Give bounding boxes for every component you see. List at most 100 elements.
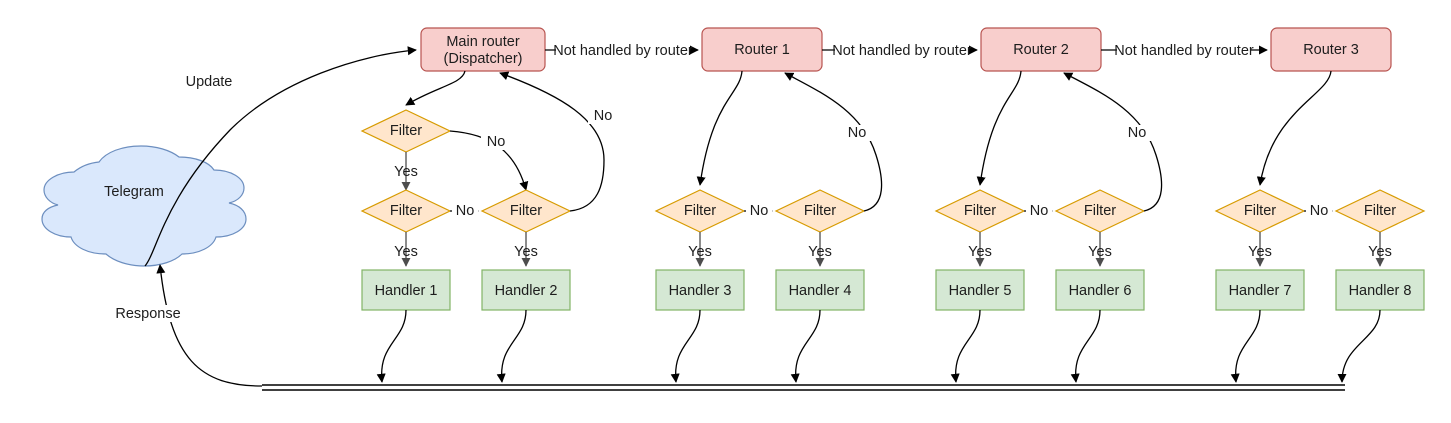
edge-label-no-4: No: [848, 125, 867, 141]
edge-handler-5-to-bus: [950, 309, 981, 383]
edge-update: [144, 46, 417, 267]
handler-1-node[interactable]: Handler 1: [361, 269, 451, 311]
cloud-shape: [41, 145, 247, 267]
edge-response: [156, 264, 263, 387]
edge-label-yes-1: Yes: [394, 244, 418, 260]
edge-label-yes-4: Yes: [808, 244, 832, 260]
filter-6-label: Filter: [1084, 203, 1116, 219]
handler-8-label: Handler 8: [1349, 283, 1412, 299]
filter-a1-node[interactable]: Filter: [360, 109, 452, 153]
response-bus: [262, 384, 1345, 391]
edge-label-yes-a1: Yes: [394, 164, 418, 180]
label-bg-no-3: [746, 203, 772, 219]
filter-a1-label: Filter: [390, 123, 422, 139]
router-2-branch: Filter Filter No No Yes Yes: [934, 70, 1163, 267]
edge-handler-3-to-bus: [670, 309, 701, 383]
handler-2-box: [481, 269, 571, 311]
edge-label-response: Response: [115, 306, 180, 322]
edge-label-yes-6: Yes: [1088, 244, 1112, 260]
handler-7-label: Handler 7: [1229, 283, 1292, 299]
label-bg-no-1: [452, 203, 478, 219]
handler-8-node[interactable]: Handler 8: [1335, 269, 1425, 311]
filter-3-node[interactable]: Filter: [654, 189, 746, 233]
router-2-node[interactable]: Router 2: [980, 27, 1102, 72]
filter-2-node[interactable]: Filter: [480, 189, 572, 233]
label-bg-response: [108, 305, 188, 322]
label-bg-no-a1: [481, 134, 511, 150]
filter-3-label: Filter: [684, 203, 716, 219]
edge-router2-to-filter-5: [976, 70, 1022, 186]
handler-6-box: [1055, 269, 1145, 311]
handler-6-label: Handler 6: [1069, 283, 1132, 299]
router-3-branch: Filter Filter No Yes Yes: [1214, 70, 1426, 267]
handler-to-bus-edges: [376, 309, 1381, 383]
filter-5-node[interactable]: Filter: [934, 189, 1026, 233]
telegram-cloud[interactable]: Telegram: [41, 145, 247, 267]
cloud-label: Telegram: [104, 184, 164, 200]
handler-7-node[interactable]: Handler 7: [1215, 269, 1305, 311]
edge-label-no-5: No: [1030, 203, 1049, 219]
router-1-label: Router 1: [734, 42, 790, 58]
edge-label-update: Update: [186, 74, 233, 90]
filter-8-label: Filter: [1364, 203, 1396, 219]
handler-4-label: Handler 4: [789, 283, 852, 299]
edge-filter-2-no-back: [499, 71, 605, 212]
label-bg-no-7: [1306, 203, 1332, 219]
main-router-node[interactable]: Main router (Dispatcher): [420, 27, 546, 72]
label-bg-not-handled-2: [835, 41, 969, 59]
edge-label-no-a1: No: [487, 134, 506, 150]
main-router-label-line1: Main router: [446, 34, 520, 50]
handler-5-box: [935, 269, 1025, 311]
edge-filter-4-no-back: [784, 72, 883, 212]
edge-main-to-filter-a1: [405, 70, 466, 106]
handler-8-box: [1335, 269, 1425, 311]
edge-label-no-6: No: [1128, 125, 1147, 141]
label-bg-no-4: [842, 125, 872, 141]
router-1-node[interactable]: Router 1: [701, 27, 823, 72]
filter-1-node[interactable]: Filter: [360, 189, 452, 233]
router-2-label: Router 2: [1013, 42, 1069, 58]
filter-4-label: Filter: [804, 203, 836, 219]
filter-7-label: Filter: [1244, 203, 1276, 219]
edge-label-not-handled-1: Not handled by router: [553, 43, 693, 59]
handler-5-label: Handler 5: [949, 283, 1012, 299]
label-bg-no-5: [1026, 203, 1052, 219]
edge-handler-8-to-bus: [1337, 309, 1381, 383]
handler-3-label: Handler 3: [669, 283, 732, 299]
handler-7-box: [1215, 269, 1305, 311]
edge-label-yes-5: Yes: [968, 244, 992, 260]
edge-handler-7-to-bus: [1230, 309, 1261, 383]
edge-label-no-2: No: [594, 108, 613, 124]
filter-5-label: Filter: [964, 203, 996, 219]
handler-6-node[interactable]: Handler 6: [1055, 269, 1145, 311]
handler-2-label: Handler 2: [495, 283, 558, 299]
edge-label-no-3: No: [750, 203, 769, 219]
filter-2-label: Filter: [510, 203, 542, 219]
router-chain-edges: Not handled by router Not handled by rou…: [545, 41, 1268, 59]
main-router-branch: Filter Yes No Filter Filter No No Yes: [360, 70, 618, 267]
telegram-edges: Update Response: [108, 46, 417, 387]
filter-4-node[interactable]: Filter: [774, 189, 866, 233]
router-3-node[interactable]: Router 3: [1270, 27, 1392, 72]
router-3-label: Router 3: [1303, 42, 1359, 58]
label-bg-not-handled-1: [556, 41, 690, 59]
handler-5-node[interactable]: Handler 5: [935, 269, 1025, 311]
edge-filter-6-no-back: [1063, 72, 1163, 212]
label-bg-not-handled-3: [1117, 41, 1251, 59]
label-bg-no-2: [588, 108, 618, 124]
handler-4-node[interactable]: Handler 4: [775, 269, 865, 311]
edge-label-yes-8: Yes: [1368, 244, 1392, 260]
edge-label-yes-7: Yes: [1248, 244, 1272, 260]
filter-8-node[interactable]: Filter: [1334, 189, 1426, 233]
edge-label-yes-3: Yes: [688, 244, 712, 260]
edge-handler-1-to-bus: [376, 309, 407, 383]
edge-handler-6-to-bus: [1070, 309, 1101, 383]
handler-3-node[interactable]: Handler 3: [655, 269, 745, 311]
label-bg-update: [181, 73, 237, 90]
filter-7-node[interactable]: Filter: [1214, 189, 1306, 233]
filter-6-node[interactable]: Filter: [1054, 189, 1146, 233]
handler-2-node[interactable]: Handler 2: [481, 269, 571, 311]
edge-label-yes-2: Yes: [514, 244, 538, 260]
edge-label-not-handled-3: Not handled by router: [1114, 43, 1254, 59]
